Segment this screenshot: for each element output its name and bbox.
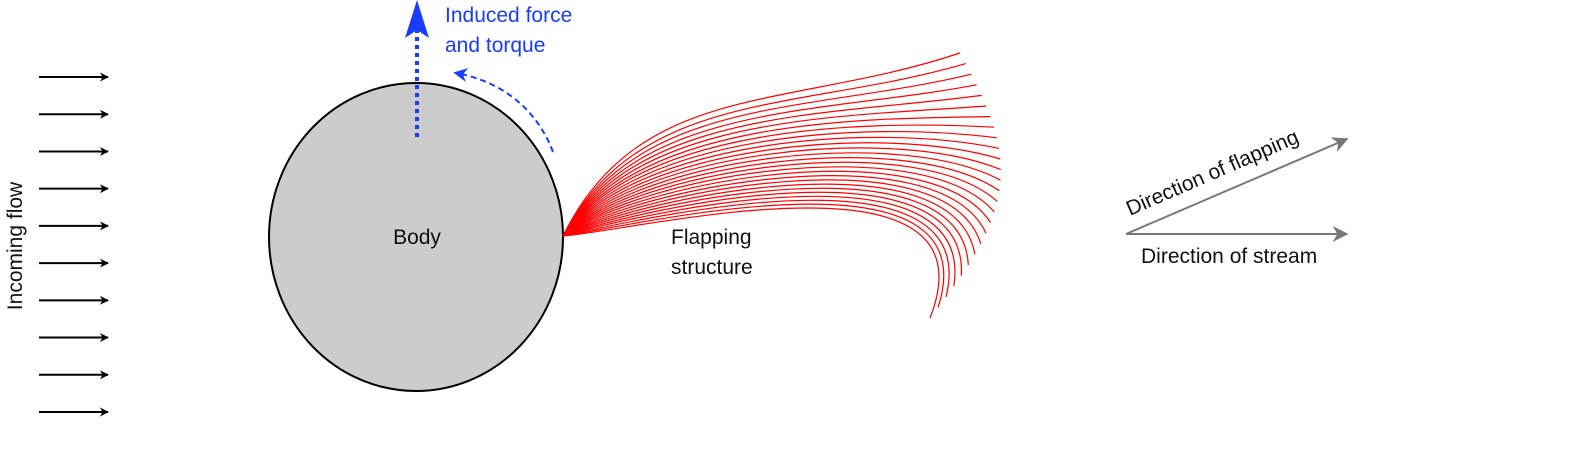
flapping-label-line2: structure — [671, 256, 753, 279]
direction-of-flapping-arrow — [1125, 137, 1349, 235]
flapping-structure-line — [562, 142, 1001, 237]
direction-of-stream-label: Direction of stream — [1141, 245, 1317, 268]
incoming-flow-arrows — [39, 72, 109, 417]
flapping-structure-line — [562, 199, 950, 297]
induced-label-line2: and torque — [445, 34, 545, 57]
flapping-structure-line — [562, 179, 982, 244]
flapping-structure-line — [562, 52, 961, 237]
flapping-label-line1: Flapping — [671, 226, 752, 249]
flapping-structure-line — [562, 136, 1000, 237]
flapping-structure-line — [562, 161, 998, 237]
flapping-structure-line — [562, 94, 982, 237]
flapping-structure-line — [562, 147, 1002, 237]
flapping-structure-lines — [562, 52, 1002, 319]
induced-force-arrowhead — [405, 0, 429, 38]
flapping-structure-line — [562, 183, 976, 255]
incoming-flow-label: Incoming flow — [4, 181, 27, 310]
flapping-structure-line — [562, 175, 987, 237]
flapping-structure-line — [562, 166, 995, 237]
flapping-structure-line — [562, 203, 945, 308]
induced-torque-arrow — [453, 68, 554, 153]
flapping-structure-line — [562, 116, 991, 237]
flapping-structure-line — [562, 105, 987, 237]
induced-label-line1: Induced force — [445, 4, 572, 27]
body-label: Body — [393, 226, 441, 249]
flapping-structure-line — [562, 195, 956, 287]
flapping-structure-line — [562, 63, 966, 237]
flapping-structure-line — [562, 124, 995, 237]
flapping-structure-line — [562, 84, 977, 237]
body-circle — [268, 82, 564, 392]
flapping-structure-line — [562, 191, 962, 276]
flapping-structure-line — [562, 152, 1001, 237]
flapping-structure-line — [562, 207, 940, 319]
flapping-structure-line — [562, 130, 997, 237]
flapping-structure-line — [562, 187, 969, 266]
flapping-structure-line — [562, 73, 972, 237]
direction-of-flapping-label: Direction of flapping — [1123, 125, 1302, 220]
flapping-structure-line — [562, 157, 1000, 237]
flapping-structure-line — [562, 170, 992, 237]
